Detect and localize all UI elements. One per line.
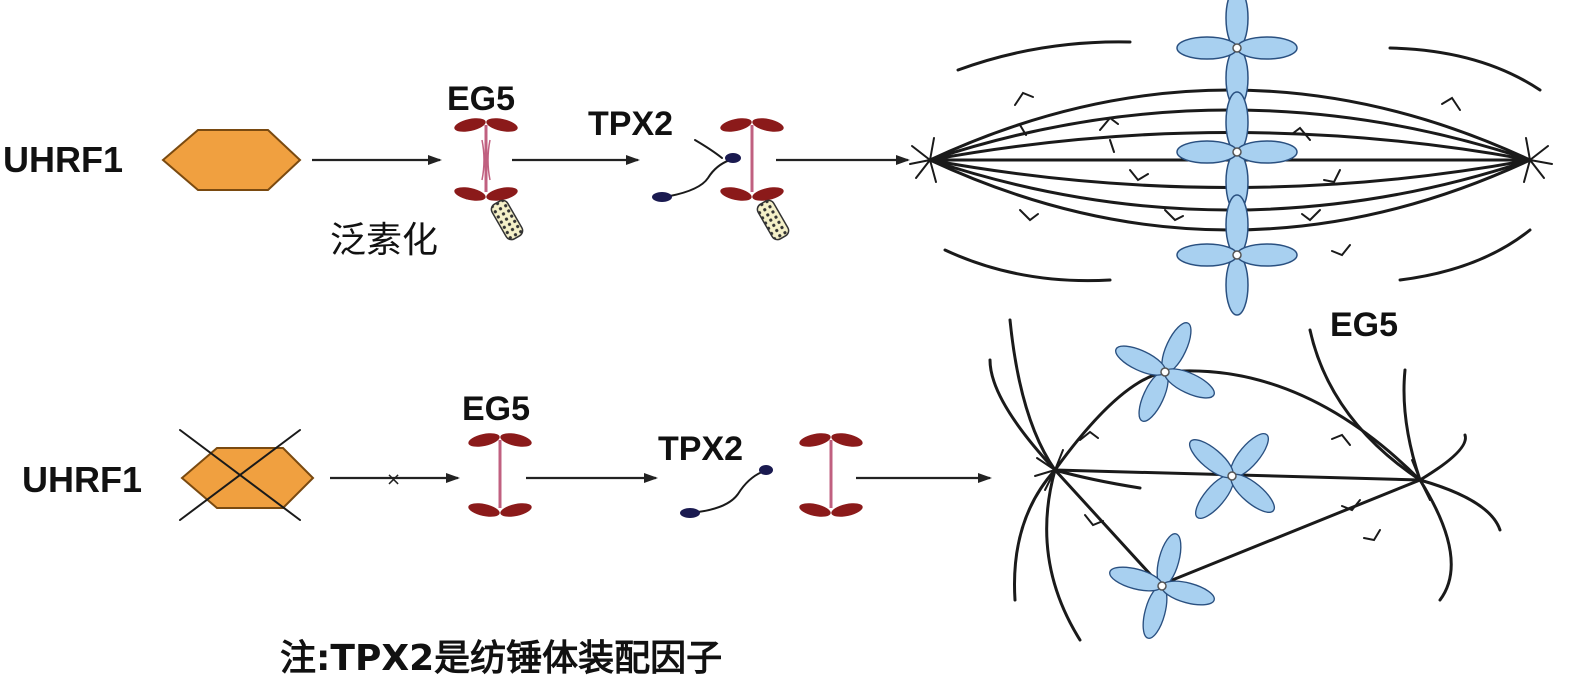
eg5-motor-icon xyxy=(454,118,518,201)
uhrf1-hexagon-icon xyxy=(161,129,302,191)
tpx2-factor-icon-bottom xyxy=(680,465,773,518)
abnormal-spindle xyxy=(988,299,1502,653)
tpx2-factor-icon xyxy=(652,139,741,202)
tpx2-label-top: TPX2 xyxy=(588,105,673,143)
deletion-x-mark-icon xyxy=(179,429,301,521)
eg5-motor-icon-bottom xyxy=(468,433,532,517)
eg5-motor-icon-free xyxy=(799,433,863,517)
ubiquitination-label: 泛素化 xyxy=(330,220,438,261)
eg5-label-bottom: EG5 xyxy=(462,390,530,428)
eg5-label-top: EG5 xyxy=(447,80,515,118)
eg5-label-spindle: EG5 xyxy=(1330,306,1398,344)
uhrf1-hexagon-icon-deleted xyxy=(180,447,315,509)
eg5-motor-icon-complex xyxy=(720,118,784,201)
blocked-x-mark-icon: × xyxy=(386,469,401,490)
uhrf1-label-bottom: UHRF1 xyxy=(22,459,142,500)
ubiquitin-chain-icon-complex xyxy=(756,199,790,241)
tpx2-label-bottom: TPX2 xyxy=(658,430,743,468)
normal-bipolar-spindle xyxy=(909,0,1553,316)
figure-note: 注:TPX2是纺锤体装配因子 xyxy=(280,638,722,677)
ubiquitin-chain-icon xyxy=(490,199,524,241)
uhrf1-label-top: UHRF1 xyxy=(3,139,123,180)
